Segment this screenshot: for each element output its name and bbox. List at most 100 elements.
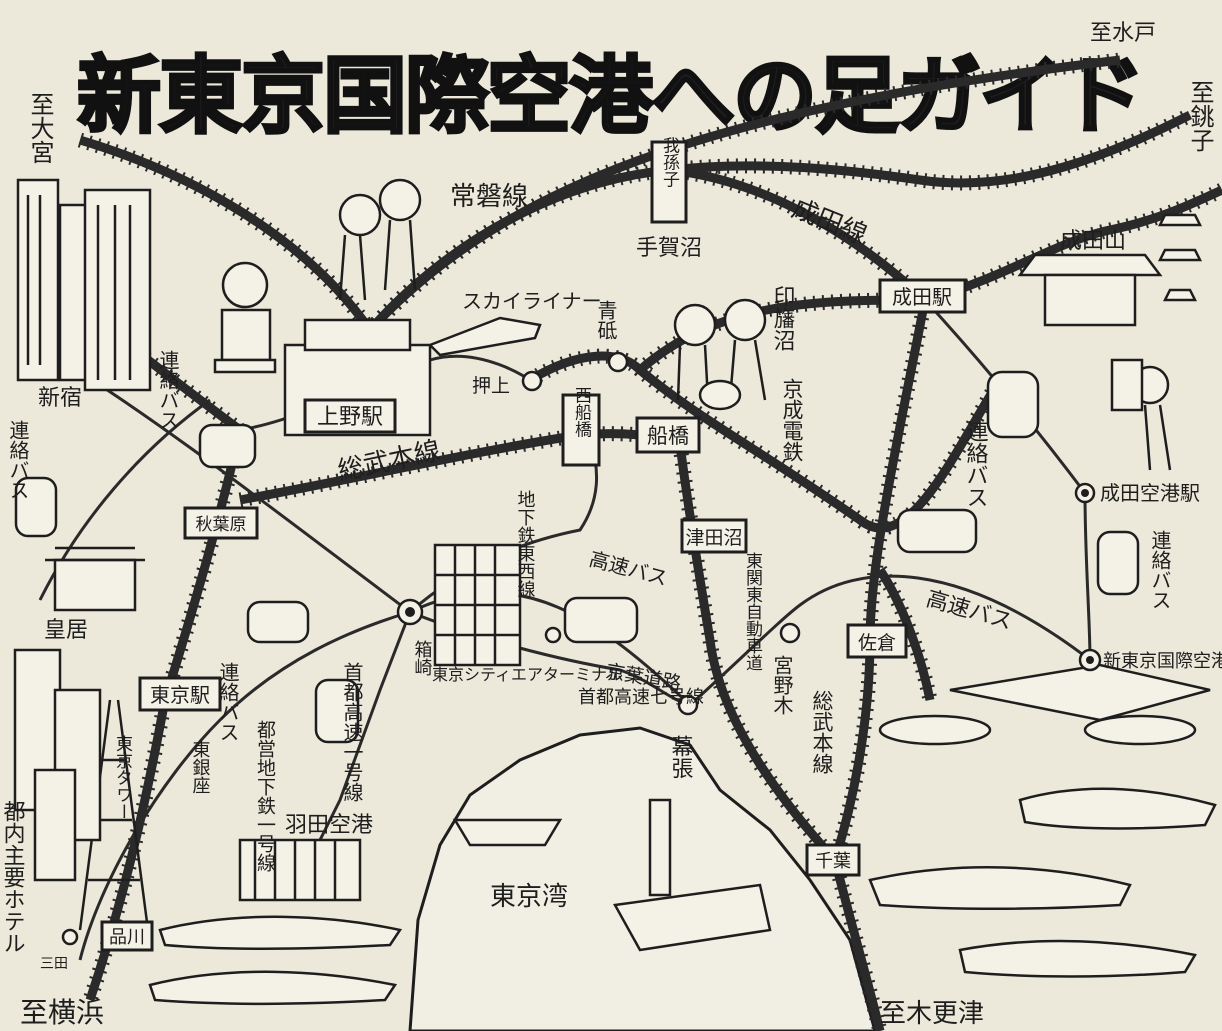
label-tcat: 東京シティエアターミナル [432, 665, 623, 684]
svg-text:千葉: 千葉 [815, 851, 851, 872]
label-bus-ueno: 連絡バス [156, 350, 180, 430]
tourists-illustration [673, 298, 767, 411]
station-narita: 成田駅 [878, 278, 967, 314]
label-shutoko7: 首都高速七号線 [578, 687, 704, 708]
station-ueno: 上野駅 [303, 398, 397, 434]
higashi-kanto-road [688, 574, 1091, 707]
bus-route-airport [1083, 492, 1092, 661]
station-nishifunabashi: 西船橋 [561, 387, 601, 467]
station-chiba: 千葉 [805, 843, 861, 877]
label-bus-tokyo: 連絡バス [216, 662, 240, 742]
skyliner-train-illustration [427, 316, 542, 357]
bay-ships-illustration [452, 798, 772, 952]
svg-text:津田沼: 津田沼 [685, 527, 742, 549]
label-keisei: 京成電鉄 [780, 378, 804, 462]
narita-to-kisarazu [873, 565, 938, 702]
label-tokyo-tower: 東京タワー [112, 735, 133, 820]
station-marker-oshiage [521, 370, 543, 392]
mito-line [364, 52, 1121, 336]
station-funabashi: 船橋 [635, 416, 701, 454]
bus-icon [14, 370, 1140, 744]
haneda-terminal-illustration [238, 838, 362, 902]
label-toei-asakusa: 都営地下鉄一号線 [254, 720, 276, 872]
svg-text:東京駅: 東京駅 [150, 683, 210, 707]
label-narita-airport-station: 成田空港駅 [1100, 481, 1200, 505]
svg-text:品川: 品川 [109, 927, 145, 948]
station-marker-narita-airport [1074, 482, 1096, 504]
shinjuku-skyscrapers-illustration [16, 178, 152, 392]
direction-omiya: 至大宮 [26, 92, 54, 164]
label-new-tokyo-airport: 新東京国際空港 [1103, 651, 1222, 672]
label-hotels: 都内主要ホテル [0, 800, 26, 954]
svg-text:成田駅: 成田駅 [892, 285, 952, 309]
svg-text:西船橋: 西船橋 [571, 387, 592, 439]
label-kokyo: 皇居 [44, 618, 88, 643]
station-shinagawa: 品川 [100, 920, 154, 952]
station-marker-new-airport [1078, 648, 1102, 672]
label-mita: 三田 [40, 956, 68, 972]
station-tsudanuma: 津田沼 [680, 518, 748, 554]
svg-text:佐倉: 佐倉 [858, 632, 896, 654]
naritasan-temple-illustration [1017, 213, 1203, 327]
city-ring-road [78, 610, 411, 961]
svg-text:上野駅: 上野駅 [317, 405, 383, 430]
station-marker-tcat [544, 626, 562, 644]
label-hakozaki: 箱崎 [412, 640, 433, 676]
label-skyliner: スカイライナー [462, 289, 602, 313]
man-reading-illustration [1110, 358, 1172, 471]
tokyo-bay-water [408, 726, 877, 1031]
label-bus-airport: 連絡バス [1148, 530, 1172, 610]
direction-choshi: 至銚子 [1186, 80, 1214, 152]
label-shutoko: 首都高速一号線 [340, 662, 364, 802]
couple-illustration-top [338, 178, 422, 301]
narita-line-rail [669, 162, 931, 306]
chiba-to-kisarazu [827, 858, 888, 1031]
svg-text:我孫子: 我孫子 [659, 136, 680, 187]
label-inbanuma: 印旛沼 [770, 285, 796, 351]
label-aoto: 青砥 [594, 300, 618, 340]
haneda-planes-illustration [148, 915, 403, 1005]
label-teganuma: 手賀沼 [636, 236, 702, 261]
label-tozai: 地下鉄東西線 [515, 490, 536, 598]
station-marker-miyanogi [779, 622, 801, 644]
station-sakura: 佐倉 [846, 623, 908, 659]
ueno-statue-illustration [213, 261, 277, 374]
direction-yokohama: 至横浜 [20, 996, 104, 1029]
station-tokyo: 東京駅 [138, 676, 222, 712]
label-ginza: 東銀座 [190, 740, 211, 794]
label-makuhari: 幕張 [668, 735, 694, 779]
label-narita-line: 成田線 [787, 194, 871, 251]
narita-to-choshi [923, 183, 1222, 308]
direction-mito: 至水戸 [1090, 21, 1156, 46]
station-akihabara: 秋葉原 [183, 506, 259, 540]
map-title: 新東京国際空港への足ガイド [77, 47, 1143, 145]
sobu-main-line [238, 426, 684, 508]
label-oshiage: 押上 [472, 375, 510, 397]
label-naritasan: 成田山 [1060, 229, 1126, 254]
label-bus-shinjuku: 連絡バス [6, 420, 30, 500]
label-haneda: 羽田空港 [285, 813, 373, 838]
label-bus-highway1: 高速バス [587, 547, 670, 591]
svg-text:秋葉原: 秋葉原 [196, 515, 247, 535]
label-higashi-kanto: 東関東自動車道 [742, 552, 763, 671]
label-tokyo-bay: 東京湾 [490, 882, 568, 912]
sobu-to-chiba-line [672, 444, 841, 866]
narita-airport-illustration [868, 663, 1217, 978]
imperial-palace-illustration [45, 546, 145, 612]
label-shinjuku: 新宿 [38, 386, 82, 411]
hotel-buildings-illustration [13, 648, 102, 882]
label-sobu-lower: 総武本線 [810, 690, 834, 774]
svg-text:船橋: 船橋 [647, 424, 689, 448]
station-marker-hakozaki [396, 598, 424, 626]
station-marker-mita [61, 928, 79, 946]
label-miyanogi: 宮野木 [770, 655, 794, 715]
station-marker-makuhari [677, 694, 699, 716]
label-sobu-main-line: 総武本線 [335, 436, 443, 487]
station-abiko: 我孫子 [650, 136, 688, 224]
station-marker-aoto [607, 351, 629, 373]
label-bus-narita: 連絡バス [963, 420, 989, 508]
label-joban-line: 常磐線 [450, 182, 528, 212]
label-bus-highway2: 高速バス [923, 587, 1014, 635]
direction-kisarazu: 至木更津 [880, 999, 984, 1029]
